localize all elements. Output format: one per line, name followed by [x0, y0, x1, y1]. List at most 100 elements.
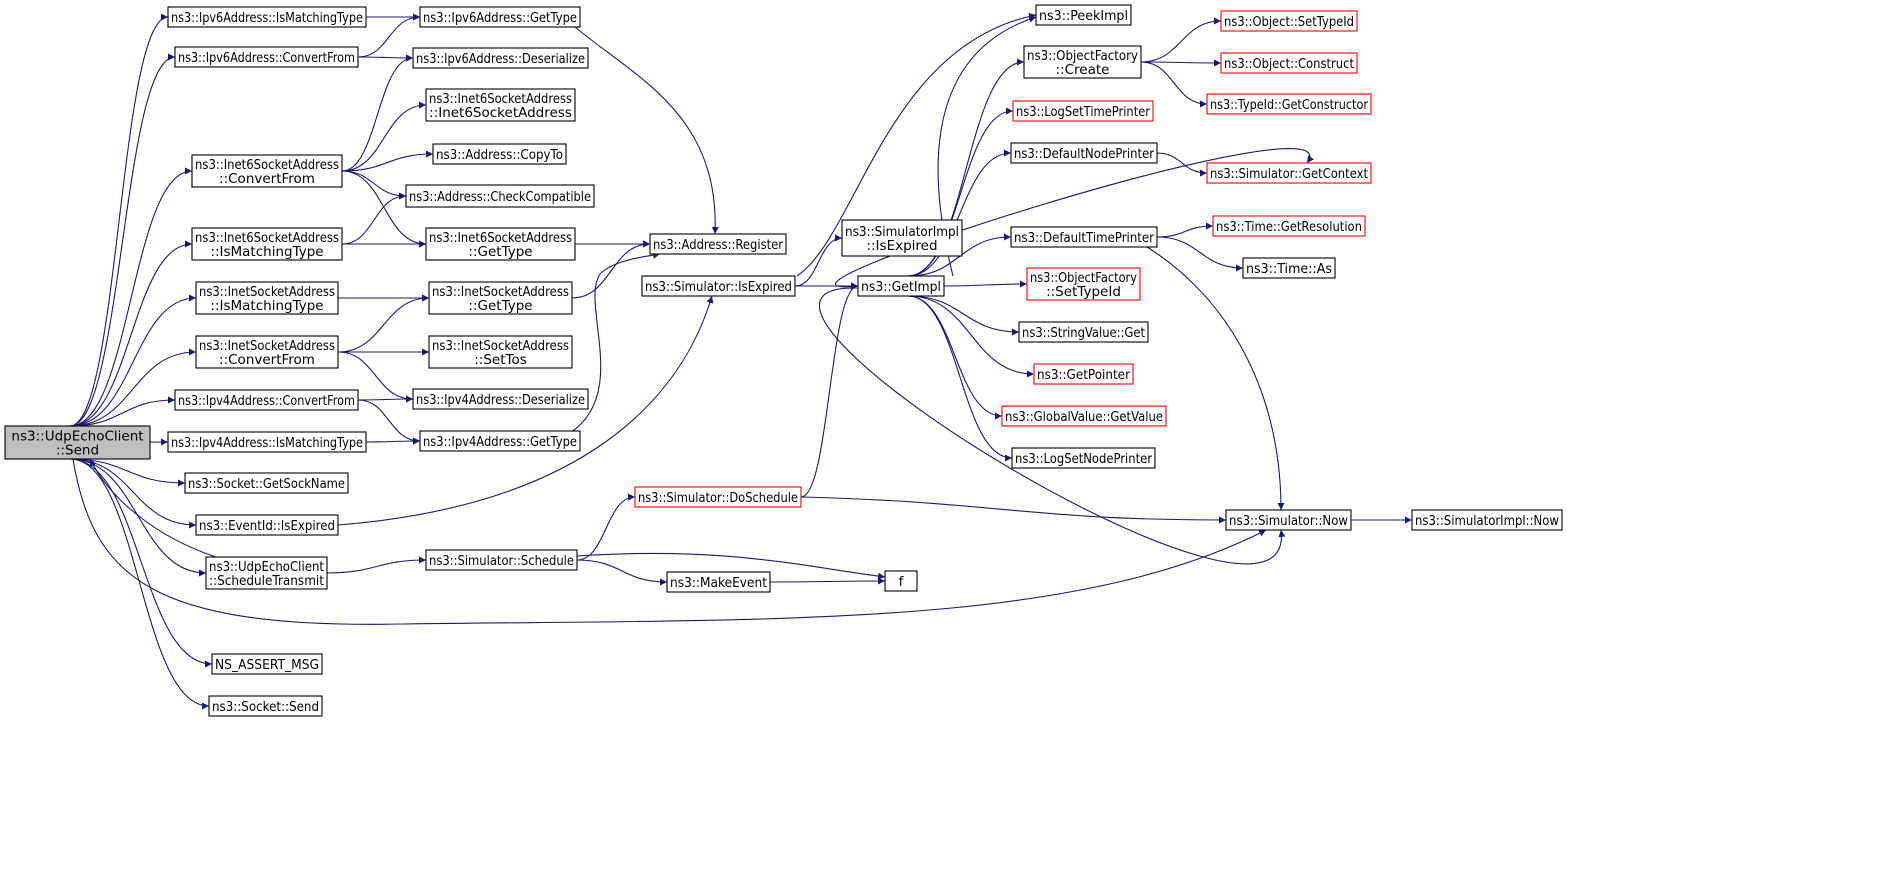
edge-root-to-v6conv — [69, 53, 176, 427]
node-v6gettype[interactable]: ns3::Ipv6Address::GetType — [419, 6, 581, 28]
node-v4match[interactable]: ns3::Ipv4Address::IsMatchingType — [167, 431, 367, 453]
edge-i6conv-to-copyto — [341, 150, 434, 172]
node-box — [641, 275, 796, 297]
node-iconv[interactable]: ns3::InetSocketAddress::ConvertFrom — [195, 335, 339, 369]
node-label: ns3::EventId::IsExpired — [199, 518, 335, 534]
node-i6conv[interactable]: ns3::Inet6SocketAddress::ConvertFrom — [191, 154, 343, 188]
node-simimplexp[interactable]: ns3::SimulatorImpl::IsExpired — [841, 219, 963, 257]
node-box — [425, 88, 576, 122]
node-logsettime[interactable]: ns3::LogSetTimePrinter — [1012, 100, 1154, 122]
node-makeevent[interactable]: ns3::MakeEvent — [666, 571, 771, 593]
node-label: ns3::TypeId::GetConstructor — [1210, 97, 1368, 113]
node-v6match[interactable]: ns3::Ipv6Address::IsMatchingType — [167, 6, 367, 28]
node-v6conv[interactable]: ns3::Ipv6Address::ConvertFrom — [174, 46, 359, 68]
node-box — [425, 227, 576, 261]
node-label: ns3::Address::CheckCompatible — [409, 189, 591, 205]
node-getctx[interactable]: ns3::Simulator::GetContext — [1206, 162, 1372, 184]
node-box — [167, 431, 367, 453]
node-v6deser[interactable]: ns3::Ipv6Address::Deserialize — [412, 47, 589, 69]
edge-iconv-to-igettype — [337, 294, 430, 353]
node-objsettype[interactable]: ns3::Object::SetTypeId — [1220, 10, 1358, 32]
edge-ofcreate-to-tidctor — [1140, 61, 1208, 108]
node-settos[interactable]: ns3::InetSocketAddress::SetTos — [428, 335, 573, 369]
node-getres[interactable]: ns3::Time::GetResolution — [1212, 215, 1366, 237]
node-box — [1225, 509, 1352, 531]
node-deftime[interactable]: ns3::DefaultTimePrinter — [1010, 226, 1158, 248]
node-timeas[interactable]: ns3::Time::As — [1242, 257, 1336, 279]
node-register[interactable]: ns3::Address::Register — [649, 233, 787, 255]
node-box — [432, 143, 567, 165]
node-v4deser[interactable]: ns3::Ipv4Address::Deserialize — [412, 388, 589, 410]
node-box — [1035, 4, 1132, 26]
node-v4conv[interactable]: ns3::Ipv4Address::ConvertFrom — [174, 389, 359, 411]
node-gvget[interactable]: ns3::GlobalValue::GetValue — [1001, 405, 1167, 427]
node-label: ns3::Simulator::DoSchedule — [638, 490, 798, 506]
node-copyto[interactable]: ns3::Address::CopyTo — [432, 143, 567, 165]
edge-ofcreate-to-objconstruct — [1140, 59, 1222, 67]
node-box — [195, 335, 339, 369]
node-ofcreate[interactable]: ns3::ObjectFactory::Create — [1023, 45, 1142, 79]
node-i6ctor[interactable]: ns3::Inet6SocketAddress::Inet6SocketAddr… — [425, 88, 576, 122]
node-evexp[interactable]: ns3::EventId::IsExpired — [195, 514, 339, 536]
node-box — [211, 653, 323, 675]
node-label: ns3::Address::Register — [653, 237, 783, 253]
node-defnode[interactable]: ns3::DefaultNodePrinter — [1010, 142, 1158, 164]
node-label: ns3::Simulator::Now — [1229, 513, 1348, 529]
edge-sched-to-dosched — [576, 493, 636, 561]
node-box — [419, 430, 581, 452]
node-simexp[interactable]: ns3::Simulator::IsExpired — [641, 275, 796, 297]
node-dosched[interactable]: ns3::Simulator::DoSchedule — [634, 486, 802, 508]
node-label: ns3::Time::As — [1246, 261, 1332, 277]
node-label: ::SetTos — [474, 352, 527, 368]
node-v4gettype[interactable]: ns3::Ipv4Address::GetType — [419, 430, 581, 452]
node-box — [174, 46, 359, 68]
node-label: ns3::Ipv6Address::GetType — [423, 10, 577, 26]
node-label: ns3::InetSocketAddress — [199, 284, 335, 300]
edge-simnow-to-getimpl — [819, 287, 1286, 565]
node-getimpl[interactable]: ns3::GetImpl — [857, 275, 945, 297]
node-label: ::ConvertFrom — [219, 171, 315, 187]
node-checkcompat[interactable]: ns3::Address::CheckCompatible — [405, 184, 595, 208]
edge-root-to-v4conv — [69, 396, 176, 427]
edge-v6conv-to-v6deser — [357, 54, 414, 62]
edge-root-to-socksend — [69, 458, 210, 710]
node-label: ns3::PeekImpl — [1039, 8, 1128, 24]
node-box — [184, 472, 349, 494]
node-objconstruct[interactable]: ns3::Object::Construct — [1220, 52, 1358, 74]
node-label: ns3::UdpEchoClient — [209, 559, 324, 575]
node-sched[interactable]: ns3::Simulator::Schedule — [425, 549, 578, 571]
node-box — [428, 281, 573, 315]
node-igettype[interactable]: ns3::InetSocketAddress::GetType — [428, 281, 573, 315]
node-label: ns3::DefaultNodePrinter — [1014, 146, 1154, 162]
node-logsetnode[interactable]: ns3::LogSetNodePrinter — [1011, 447, 1156, 469]
node-assert[interactable]: NS_ASSERT_MSG — [211, 653, 323, 675]
node-label: ::SetTypeId — [1046, 284, 1121, 300]
edge-v4conv-to-v4gettype — [357, 399, 421, 445]
node-label: ns3::Ipv4Address::IsMatchingType — [171, 435, 363, 451]
node-root[interactable]: ns3::UdpEchoClient::Send — [4, 425, 151, 460]
node-getptr[interactable]: ns3::GetPointer — [1033, 363, 1134, 385]
node-box — [4, 425, 151, 460]
node-box — [405, 184, 595, 208]
node-ofsettype[interactable]: ns3::ObjectFactory::SetTypeId — [1026, 267, 1141, 301]
node-sockname[interactable]: ns3::Socket::GetSockName — [184, 472, 349, 494]
node-i6gettype[interactable]: ns3::Inet6SocketAddress::GetType — [425, 227, 576, 261]
node-imatch[interactable]: ns3::InetSocketAddress::IsMatchingType — [195, 281, 339, 315]
node-schedtx[interactable]: ns3::UdpEchoClient::ScheduleTransmit — [205, 556, 328, 590]
node-simnow[interactable]: ns3::Simulator::Now — [1225, 509, 1352, 531]
node-socksend[interactable]: ns3::Socket::Send — [208, 695, 323, 717]
node-tidctor[interactable]: ns3::TypeId::GetConstructor — [1206, 93, 1372, 115]
node-label: ns3::GlobalValue::GetValue — [1005, 409, 1163, 425]
edge-i6match-to-checkcompat — [341, 192, 407, 245]
node-peekimpl[interactable]: ns3::PeekImpl — [1035, 4, 1132, 26]
node-simimplnow[interactable]: ns3::SimulatorImpl::Now — [1411, 509, 1563, 531]
node-label: ns3::LogSetTimePrinter — [1016, 104, 1150, 120]
node-strget[interactable]: ns3::StringValue::Get — [1018, 321, 1149, 343]
edge-schedtx-to-sched — [326, 556, 427, 574]
node-f[interactable]: f — [884, 570, 918, 592]
node-i6match[interactable]: ns3::Inet6SocketAddress::IsMatchingType — [191, 227, 343, 261]
edge-igettype-to-register — [571, 240, 651, 299]
edge-v6conv-to-v6gettype — [357, 13, 421, 58]
edge-layer — [69, 12, 1412, 710]
